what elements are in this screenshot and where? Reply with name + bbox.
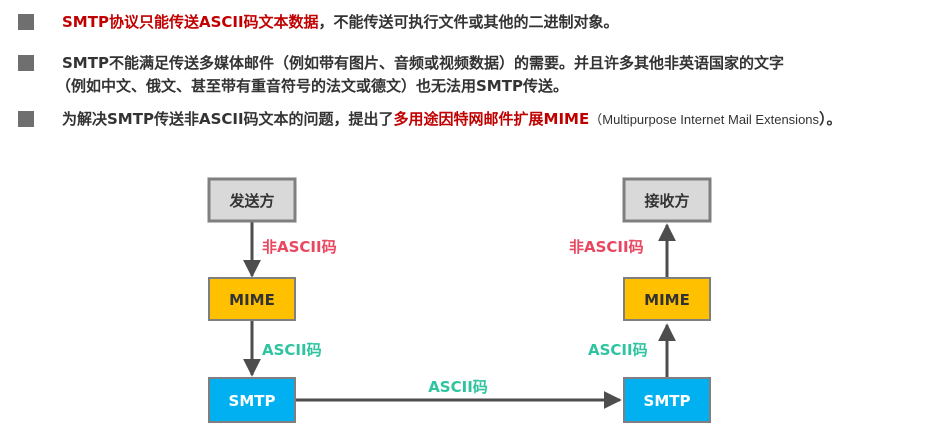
mime-label: MIME [644,291,690,309]
bullet-text: 为解决SMTP传送非ASCII码文本的问题，提出了 [62,110,394,128]
bullet-text-1: SMTP协议只能传送ASCII码文本数据，不能传送可执行文件或其他的二进制对象。 [62,12,619,32]
bullet-marker [18,111,34,127]
bullet-text: （ [589,112,603,127]
bullet-marker [18,55,34,71]
smtp-label: SMTP [644,392,691,410]
ascii-label-right: ASCII码 [588,341,648,359]
mime-label: MIME [229,291,275,309]
ascii-label-middle: ASCII码 [428,378,488,396]
ascii-label-left: ASCII码 [262,341,322,359]
smtp-label: SMTP [229,392,276,410]
receiver-label: 接收方 [644,192,689,210]
receiver-box: 接收方 [622,177,712,223]
english-term: Multipurpose Internet Mail Extensions [602,112,820,127]
bullet-marker [18,14,34,30]
bullet-text: ，不能传送可执行文件或其他的二进制对象。 [318,13,619,31]
bullet-text-2-line-1: SMTP不能满足传送多媒体邮件（例如带有图片、音频或视频数据）的需要。并且许多其… [62,54,784,72]
sender-label: 发送方 [228,192,274,210]
bullet-text-2-line-2: （例如中文、俄文、甚至带有重音符号的法文或德文）也无法用SMTP传送。 [56,77,568,95]
smtp-box-left: SMTP [208,377,296,423]
non-ascii-label-left: 非ASCII码 [262,238,337,256]
emphasis-text: SMTP协议只能传送ASCII码文本数据 [62,13,319,31]
sender-box: 发送方 [207,177,297,223]
bullet-text-3: 为解决SMTP传送非ASCII码文本的问题，提出了多用途因特网邮件扩展MIME（… [62,109,842,130]
bullet-text: ）。 [819,110,842,128]
non-ascii-label-right: 非ASCII码 [569,238,644,256]
emphasis-text: 多用途因特网邮件扩展MIME [393,110,590,128]
mime-box-left: MIME [208,277,296,321]
smtp-box-right: SMTP [623,377,711,423]
mime-box-right: MIME [623,277,711,321]
